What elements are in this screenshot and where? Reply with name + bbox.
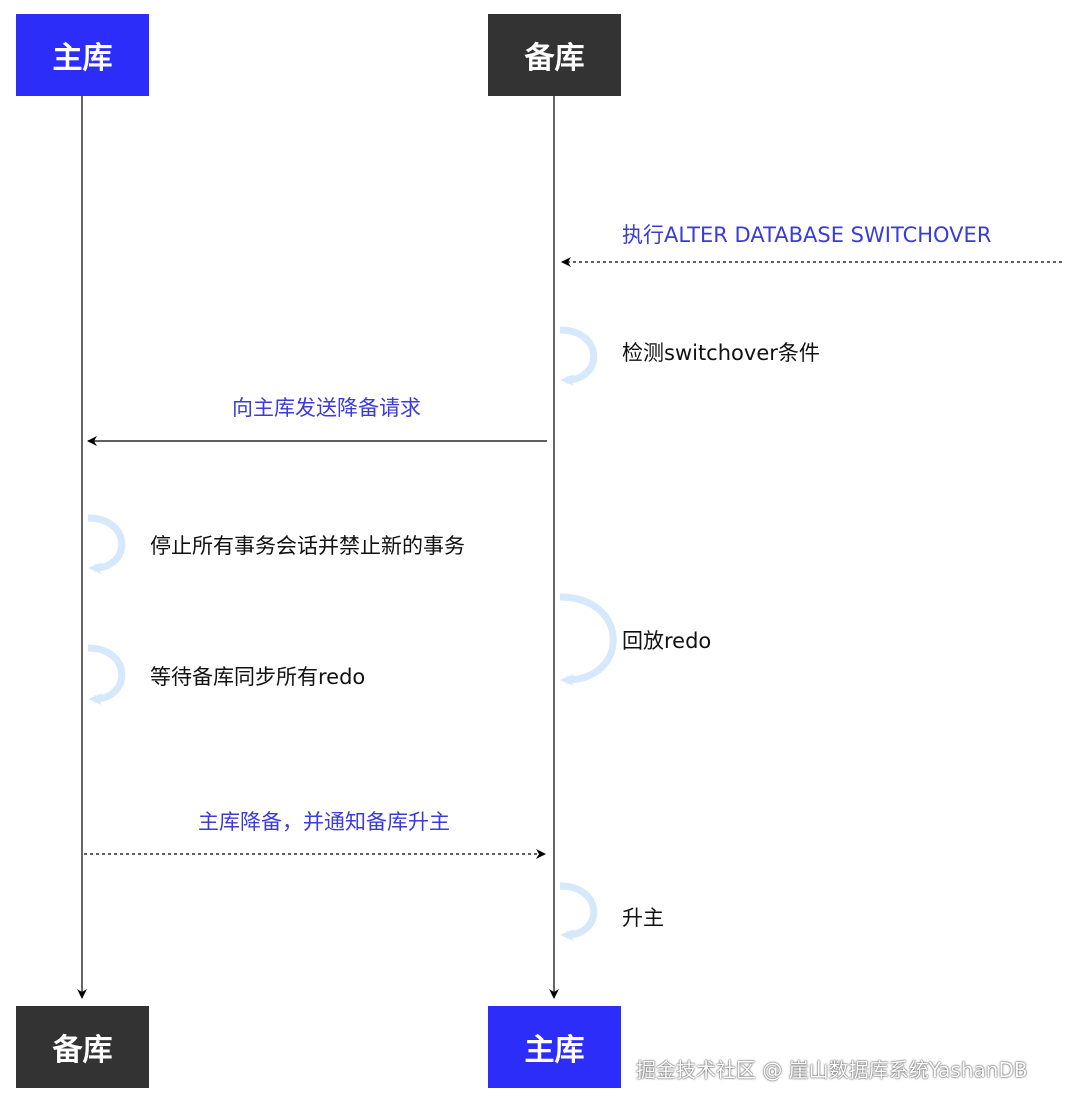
primary-participant-bottom: 备库 xyxy=(16,1006,149,1088)
primary-participant-top-label: 主库 xyxy=(52,41,113,76)
promote-label: 升主 xyxy=(622,906,664,930)
stop-transactions-label: 停止所有事务会话并禁止新的事务 xyxy=(150,534,465,558)
check-conditions-loop xyxy=(559,326,598,386)
primary-participant-top: 主库 xyxy=(16,14,149,96)
replay-redo-label: 回放redo xyxy=(622,629,712,653)
demote-request-label: 向主库发送降备请求 xyxy=(232,396,421,420)
demote-notify-label: 主库降备，并通知备库升主 xyxy=(198,810,450,834)
standby-participant-top-label: 备库 xyxy=(524,41,585,76)
check-conditions-label: 检测switchover条件 xyxy=(622,341,820,365)
wait-sync-loop xyxy=(87,644,126,705)
standby-participant-top: 备库 xyxy=(488,14,621,96)
stop-transactions-loop xyxy=(87,514,126,574)
standby-participant-bottom-label: 主库 xyxy=(524,1033,585,1068)
watermark: 掘金技术社区 @ 崖山数据库系统YashanDB xyxy=(636,1058,1028,1082)
standby-participant-bottom: 主库 xyxy=(488,1006,621,1088)
execute-switchover-label: 执行ALTER DATABASE SWITCHOVER xyxy=(622,223,992,247)
promote-loop xyxy=(559,882,598,941)
replay-redo-loop xyxy=(559,593,617,686)
wait-sync-label: 等待备库同步所有redo xyxy=(150,665,366,689)
primary-participant-bottom-label: 备库 xyxy=(52,1033,113,1068)
